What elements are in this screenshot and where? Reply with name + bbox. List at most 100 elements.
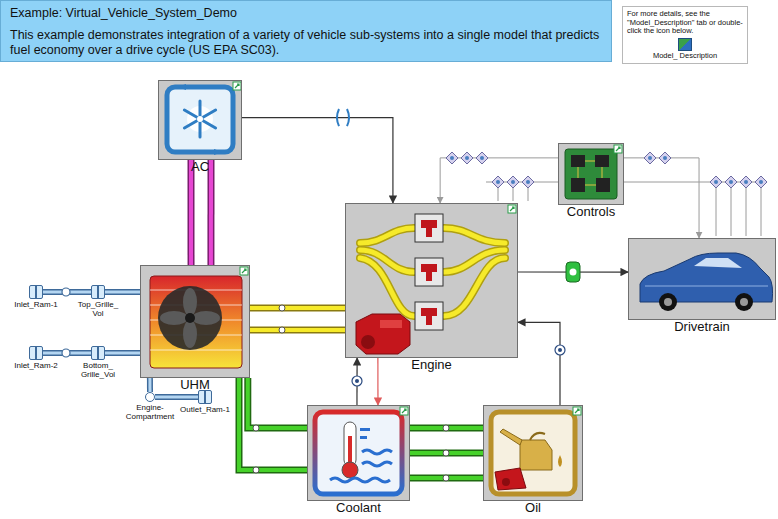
coolant-illustration [330,450,392,482]
pipe-junction [443,425,449,431]
pipe-core [105,291,140,294]
ac-illustration [158,80,242,160]
signal-connector [446,152,767,188]
engine-illustration [426,316,432,325]
port-connector [337,109,339,126]
signal-connector [659,152,671,164]
engine-illustration [444,258,505,316]
uhm-illustration [150,276,242,368]
pipe-outline [188,160,195,265]
pipe-core [250,306,345,310]
pipe-junction [253,305,449,481]
pipe-junction [279,327,285,333]
node-label: Inlet_Ram-1 [14,300,58,309]
shaft-connector [566,262,580,282]
pipe-outline [250,326,345,333]
drivetrain-illustration [659,293,677,311]
pipe-core [410,451,483,455]
ac-illustration [184,110,215,128]
oil-illustration [483,405,583,501]
ac-illustration [158,80,242,160]
refrigerant-pipe [210,160,211,265]
signal-connector [507,176,519,188]
pipe-outline [147,378,153,392]
control-signal [440,158,558,203]
ac-illustration [233,82,241,90]
volume-component: Engine- Compartment [145,392,155,402]
subsystem-block: Oil [483,405,583,501]
heat-arrow [377,358,378,405]
subsystem-block: UHM [140,265,250,378]
uhm-illustration [140,265,250,378]
sensor-symbol [355,379,359,383]
pipe-outline [410,450,483,457]
pipe-outline [105,289,140,295]
engine-illustration [444,228,505,243]
node-label: Inlet_Ram-2 [14,361,58,370]
drivetrain-illustration [735,293,753,311]
subsystem-block: Engine [345,203,518,358]
signal-connector [522,176,534,188]
sensor-symbol [555,345,565,355]
ac-illustration [184,110,215,128]
drivetrain-illustration [640,253,773,302]
pipe-junction [253,467,259,473]
shaft-connector [566,262,580,282]
oil-illustration [530,433,545,440]
engine-illustration [360,258,414,316]
coolant-illustration [360,428,370,431]
uhm-illustration [183,288,197,316]
pipe-junction [253,425,259,431]
pipe-core [189,160,193,265]
pipe-outline [207,160,214,265]
controls-illustration [565,149,617,199]
engine-illustration [360,258,414,316]
pipe-junction [443,450,449,456]
uhm-illustration [240,267,248,275]
subsystem-block: Controls [558,143,624,205]
air-duct [155,397,198,398]
pipe-core [148,378,151,392]
pipe-outline [250,304,345,311]
engine-illustration [361,335,375,349]
uhm-illustration [192,311,220,325]
block-heading: Controls [567,205,615,219]
sensor-symbol [558,348,562,352]
pipe-junction [62,288,70,357]
engine-illustration [421,308,437,316]
engine-illustration [380,320,402,328]
engine-illustration [415,214,443,330]
oil-illustration [558,455,562,467]
pipe-junction [62,288,70,296]
uhm-illustration [183,320,197,348]
node-label: Engine- Compartment [121,403,179,421]
coolant-illustration [360,428,370,439]
coolant-illustration [315,412,402,494]
pipe-outline [43,350,91,356]
controls-illustration [585,161,595,162]
ac-illustration [197,116,203,122]
oil-illustration [502,478,510,486]
coolant-illustration [342,462,358,478]
engine-illustration [415,258,443,286]
air-duct [105,292,140,293]
drivetrain-illustration [694,258,742,268]
drivetrain-illustration [740,298,748,306]
signal-connector [476,152,488,164]
signal-connector [725,176,737,188]
coolant-illustration [360,436,367,439]
coolant-illustration [362,450,392,454]
ac-illustration [178,84,222,155]
engine-illustration [415,302,443,330]
pipe-core [248,378,307,428]
volume-component: Bottom_ Grille_Vol [91,346,105,360]
signal-lines [716,182,761,236]
signal-lines [486,182,766,236]
flow-boundary: Inlet_Ram-1 [29,285,43,299]
signal-arrow [242,118,393,203]
controls-illustration [558,143,624,205]
uhm-illustration [140,265,250,378]
uhm-illustration [160,311,188,325]
